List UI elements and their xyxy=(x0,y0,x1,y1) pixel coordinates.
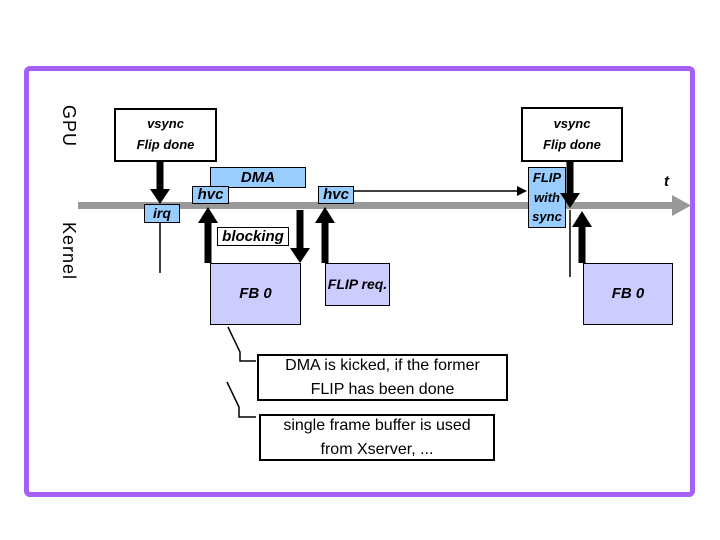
hvc-box-first: hvc xyxy=(192,186,229,204)
vsync-flip-done-box-left: vsync Flip done xyxy=(114,108,217,162)
blocking-box: blocking xyxy=(217,227,289,246)
vsync-flip-done-box-right: vsync Flip done xyxy=(521,107,623,162)
callout-dma-kicked: DMA is kicked, if the former FLIP has be… xyxy=(257,354,508,401)
hvc-box-second: hvc xyxy=(318,186,354,204)
dma-box: DMA xyxy=(210,167,306,188)
lane-label-kernel: Kernel xyxy=(59,222,79,281)
fb0-box-right: FB 0 xyxy=(583,263,673,325)
flip-with-sync-box: FLIP with sync xyxy=(528,167,566,228)
time-axis-label: t xyxy=(664,173,669,190)
irq-box: irq xyxy=(144,204,180,223)
flip-req-box: FLIP req. xyxy=(325,263,390,306)
callout-single-framebuffer: single frame buffer is used from Xserver… xyxy=(259,414,495,461)
lane-label-gpu: GPU xyxy=(59,105,79,148)
fb0-box-left: FB 0 xyxy=(210,263,301,325)
